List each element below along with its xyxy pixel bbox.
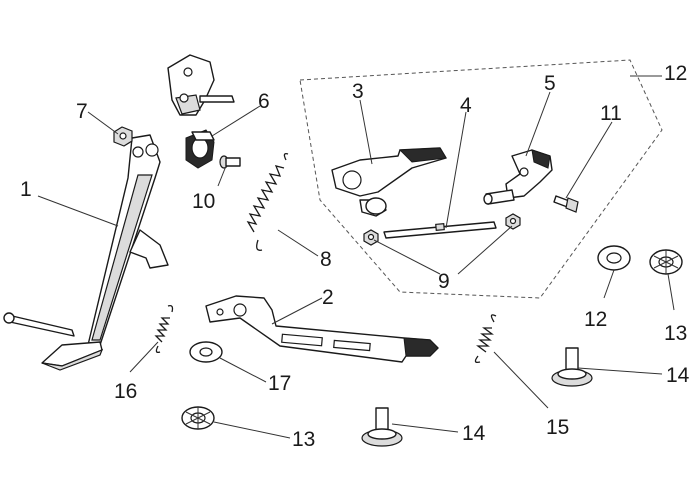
part-3-lever: [331, 147, 447, 217]
callout-12-group: 12: [664, 62, 687, 85]
part-7-nut: [113, 126, 133, 147]
callout-13-left: 13: [292, 428, 315, 451]
callout-6: 6: [258, 90, 270, 113]
part-13-washer-right: [649, 249, 683, 275]
part-14-pin-right: [551, 347, 593, 387]
part-6-cam: [185, 129, 215, 169]
part-1-side-stand: [3, 134, 169, 371]
callout-15: 15: [546, 416, 569, 439]
stand-bracket: [167, 54, 235, 116]
part-14-pin-left: [361, 407, 403, 447]
part-16-spring: [154, 304, 174, 354]
callout-8: 8: [320, 248, 332, 271]
callout-11: 11: [600, 102, 622, 125]
part-15-spring: [474, 314, 497, 364]
callout-9: 9: [438, 270, 450, 293]
part-2-pedal: [205, 295, 439, 363]
callout-labels: 1 2 3 4 5 6 7 8 9 10 11 12 12 13 13 14 1…: [20, 62, 690, 451]
callout-12-washer: 12: [584, 308, 607, 331]
part-4-rod: [383, 221, 497, 239]
callout-13-right: 13: [664, 322, 687, 345]
callout-10: 10: [192, 190, 215, 213]
callout-4: 4: [460, 94, 472, 117]
part-9-nut-right: [505, 213, 521, 230]
part-9-nut-left: [363, 229, 379, 246]
part-8-spring: [246, 152, 289, 251]
part-10-bolt: [219, 155, 241, 169]
callout-2: 2: [322, 286, 334, 309]
assembly-group-outline: [299, 59, 663, 299]
callout-5: 5: [544, 72, 556, 95]
part-11-bolt: [553, 195, 579, 213]
callout-17: 17: [268, 372, 291, 395]
part-13-washer-left: [181, 406, 215, 430]
part-12-washer: [597, 245, 631, 271]
callout-16: 16: [114, 380, 137, 403]
part-5-bracket: [483, 149, 553, 205]
callout-14-left: 14: [462, 422, 486, 445]
callout-7: 7: [76, 100, 88, 123]
leader-lines: [37, 75, 675, 439]
callout-1: 1: [20, 178, 32, 201]
callout-3: 3: [352, 80, 364, 103]
callout-14-right: 14: [666, 364, 690, 387]
part-17-washer: [189, 341, 223, 363]
